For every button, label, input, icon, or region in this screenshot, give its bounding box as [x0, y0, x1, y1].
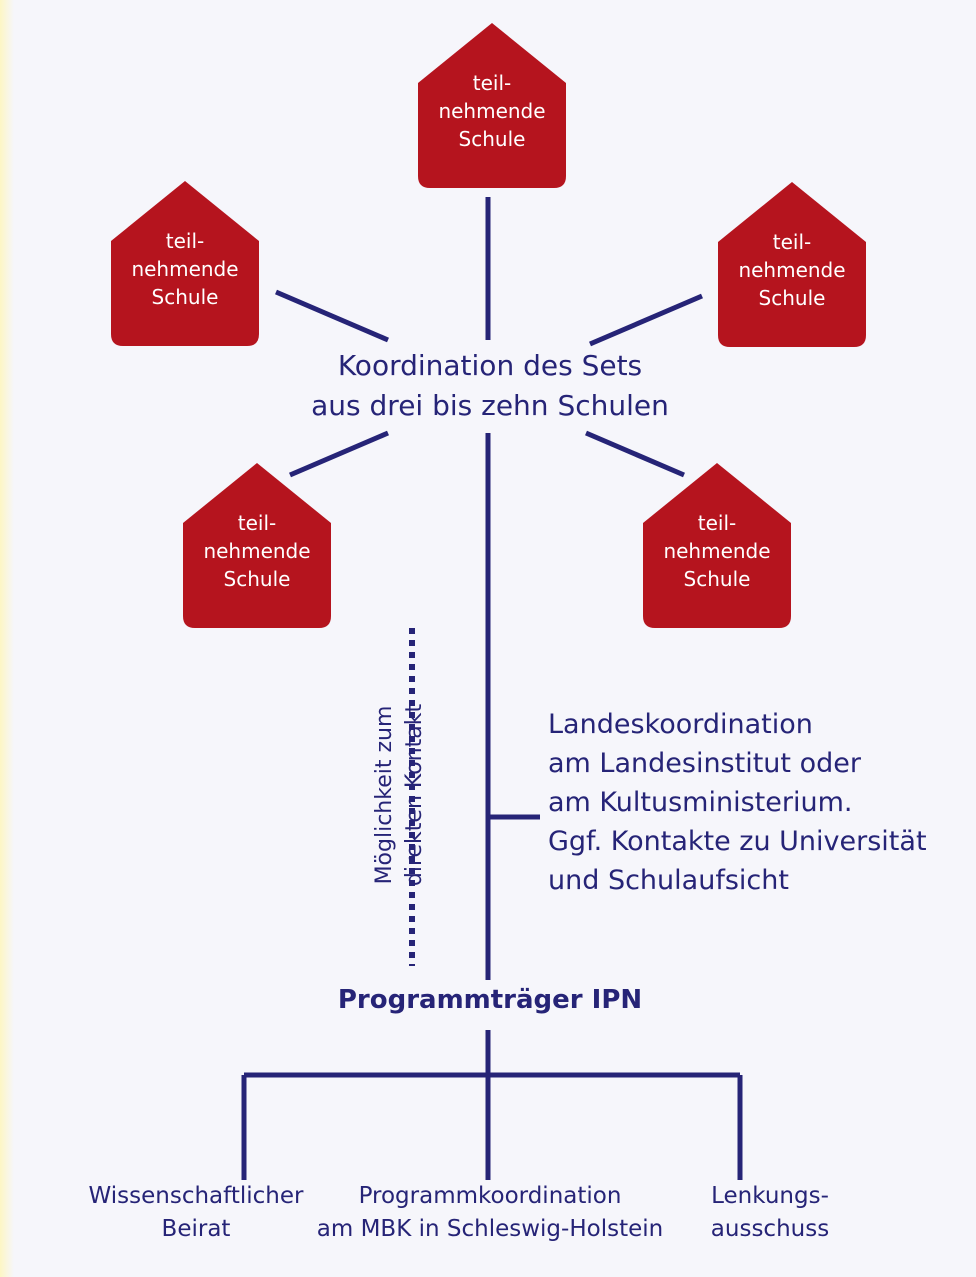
connector-upper-right-school: [589, 293, 703, 347]
house-shape: [643, 463, 791, 628]
house-shape: [718, 182, 866, 347]
connector-lower-right-school: [585, 430, 685, 478]
direct-contact-label: Möglichkeit zum direkten Kontakt: [372, 703, 427, 887]
connector-upper-left-school: [275, 289, 389, 343]
steering-committee-label: Lenkungs- ausschuss: [710, 1183, 830, 1242]
school-house-upper-left: teil- nehmende Schule: [111, 181, 259, 346]
scientific-advisory-board-label: Wissenschaftlicher Beirat: [88, 1183, 304, 1242]
school-house-label: teil- nehmende Schule: [663, 511, 771, 591]
school-house-label: teil- nehmende Schule: [203, 511, 311, 591]
school-house-lower-right: teil- nehmende Schule: [643, 463, 791, 628]
house-shape: [183, 463, 331, 628]
school-house-top: teil- nehmende Schule: [418, 23, 566, 188]
school-house-lower-left: teil- nehmende Schule: [183, 463, 331, 628]
left-edge-highlight: [0, 0, 14, 1277]
school-house-label: teil- nehmende Schule: [438, 71, 546, 151]
school-house-label: teil- nehmende Schule: [738, 230, 846, 310]
house-shape: [418, 23, 566, 188]
state-coordination-label: Landeskoordination am Landesinstitut ode…: [548, 709, 927, 896]
connector-lower-left-school: [289, 430, 389, 478]
program-sponsor-label: Programmträger IPN: [337, 985, 643, 1015]
school-house-upper-right: teil- nehmende Schule: [718, 182, 866, 347]
set-coordination-label: Koordination des Sets aus drei bis zehn …: [311, 349, 669, 422]
school-house-label: teil- nehmende Schule: [131, 229, 239, 309]
house-shape: [111, 181, 259, 346]
program-coordination-label: Programmkoordination am MBK in Schleswig…: [316, 1183, 664, 1242]
